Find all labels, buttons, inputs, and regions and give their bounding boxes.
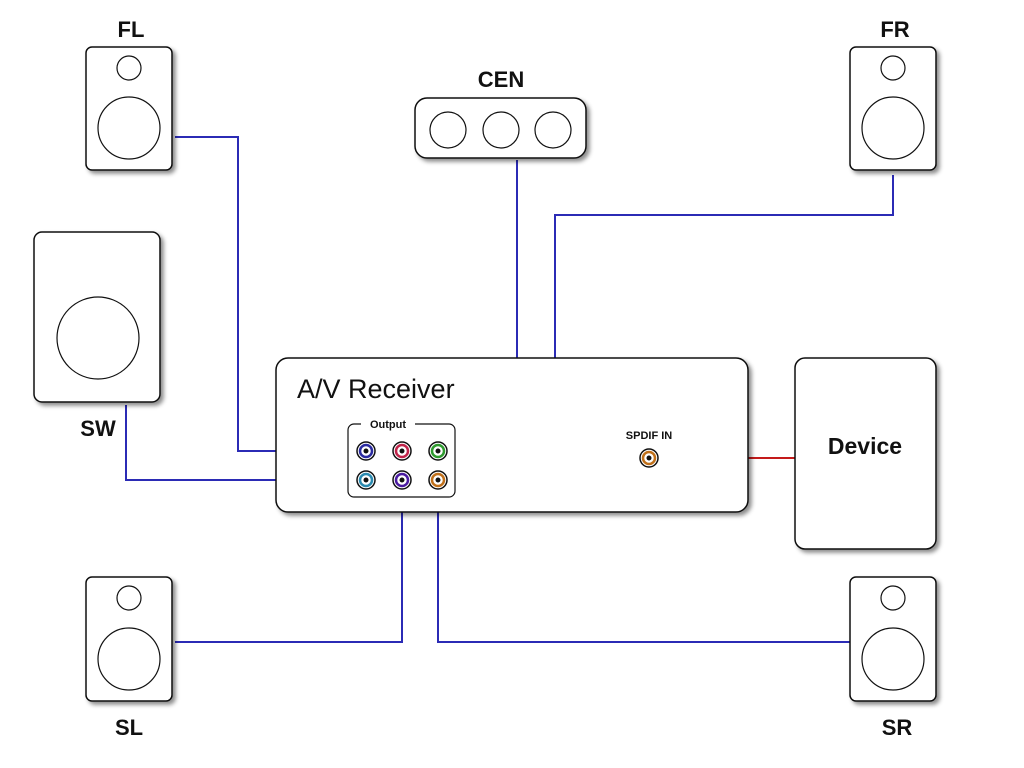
output-panel: Output xyxy=(347,418,456,498)
driver-icon xyxy=(429,111,467,149)
receiver-title: A/V Receiver xyxy=(297,374,455,404)
tweeter-icon xyxy=(880,55,906,81)
speaker-label-sw: SW xyxy=(80,416,116,441)
wire-sr xyxy=(437,480,851,643)
speaker-label-sl: SL xyxy=(115,715,143,740)
source-device: Device xyxy=(794,357,937,550)
jack-sw xyxy=(356,470,376,490)
speaker-sw: SW xyxy=(33,231,161,441)
driver-icon xyxy=(534,111,572,149)
jack-spdif xyxy=(639,448,659,468)
jack-sr xyxy=(428,470,448,490)
output-label: Output xyxy=(370,419,406,431)
speaker-label-fl: FL xyxy=(118,17,145,42)
speaker-sr: SR xyxy=(849,576,937,740)
speaker-label-cen: CEN xyxy=(478,67,524,92)
woofer-icon xyxy=(97,627,161,691)
spdif-label: SPDIF IN xyxy=(626,430,673,442)
woofer-icon xyxy=(97,96,161,160)
tweeter-icon xyxy=(116,55,142,81)
jack-fl xyxy=(356,441,376,461)
speaker-fr: FR xyxy=(849,17,937,171)
wire-sl xyxy=(175,480,403,643)
tweeter-icon xyxy=(880,585,906,611)
av-receiver: A/V Receiver Output xyxy=(275,357,749,513)
speaker-fl: FL xyxy=(85,17,173,171)
driver-icon xyxy=(482,111,520,149)
subwoofer-driver-icon xyxy=(56,296,140,380)
speaker-label-fr: FR xyxy=(880,17,909,42)
jack-cen xyxy=(392,441,412,461)
tweeter-icon xyxy=(116,585,142,611)
device-label: Device xyxy=(828,433,902,459)
speaker-sl: SL xyxy=(85,576,173,740)
jack-sl xyxy=(392,470,412,490)
woofer-icon xyxy=(861,627,925,691)
jack-fr xyxy=(428,441,448,461)
speaker-label-sr: SR xyxy=(882,715,913,740)
woofer-icon xyxy=(861,96,925,160)
speaker-cen: CEN xyxy=(414,67,587,159)
